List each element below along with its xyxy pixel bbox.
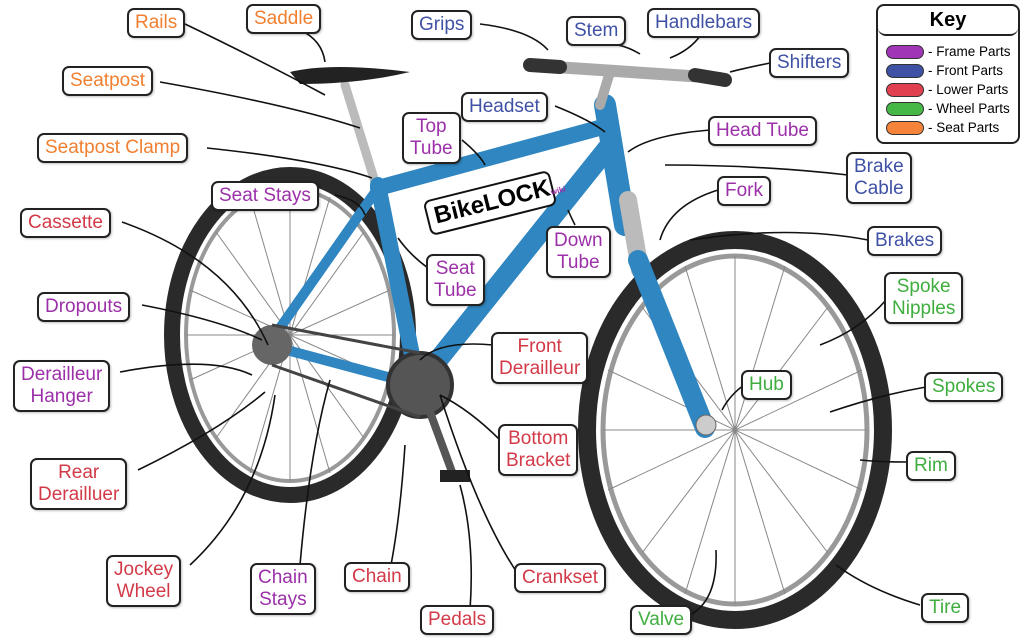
front-wheel [578,231,892,629]
label-tire: Tire [921,593,970,623]
swatch-lower [886,82,924,97]
label-line: Top [415,116,447,137]
label-head-tube: Head Tube [708,116,817,146]
label-saddle: Saddle [246,4,322,34]
label-brakes: Brakes [867,226,943,256]
label-dropouts: Dropouts [37,292,131,322]
label-line: Derailluer [38,484,120,505]
label-cassette: Cassette [20,208,111,238]
label-line: Tube [556,252,600,273]
label-grips: Grips [411,10,473,40]
label-line: Chain [258,567,308,588]
swatch-frame [886,44,924,59]
swatch-wheel [886,101,924,116]
label-chain: Chain [344,562,410,592]
label-line: Bottom [508,428,569,449]
label-stem: Stem [566,16,627,46]
key-item-seat: - Seat Parts [886,118,1018,137]
swatch-front [886,63,924,78]
key-label: - Seat Parts [928,120,1000,135]
label-line: Hanger [30,386,93,407]
label-seatpost-clamp: Seatpost Clamp [37,133,189,163]
key-item-lower: - Lower Parts [886,80,1018,99]
key-label: - Lower Parts [928,82,1009,97]
label-line: Rear [58,462,100,483]
label-line: Seat [435,258,475,279]
label-line: Stays [259,589,307,610]
label-line: Cable [854,178,904,199]
leader-lines [119,23,927,616]
label-seatpost: Seatpost [62,66,153,96]
saddle [290,67,410,84]
key-title: Key [878,6,1018,36]
label-line: Spoke [896,276,951,297]
label-line: Nipples [892,298,956,319]
label-line: Bracket [506,450,571,471]
label-fork: Fork [717,176,771,206]
label-handlebars: Handlebars [647,8,761,38]
label-headset: Headset [461,92,548,122]
label-line: Derailleur [21,364,103,385]
key-label: - Frame Parts [928,44,1011,59]
label-line: Derailleur [499,358,581,379]
key-item-wheel: - Wheel Parts [886,99,1018,118]
label-line: Brake [854,156,904,177]
label-rim: Rim [906,451,956,481]
label-crankset: Crankset [514,563,607,593]
label-valve: Valve [630,605,693,635]
key-label: - Front Parts [928,63,1004,78]
key-item-front: - Front Parts [886,61,1018,80]
label-rails: Rails [127,8,186,38]
rear-wheel [164,167,416,503]
label-pedals: Pedals [420,605,495,635]
label-line: Jockey [114,559,174,580]
label-hub: Hub [741,370,792,400]
swatch-seat [886,120,924,135]
label-line: Tube [410,138,453,159]
label-shifters: Shifters [769,48,850,78]
label-line: Front [517,336,562,357]
label-line: Wheel [116,581,171,602]
label-line: Tube [434,280,477,301]
label-seat-stays: Seat Stays [211,181,319,211]
color-key: Key - Frame Parts - Front Parts - Lower … [876,4,1020,144]
key-item-frame: - Frame Parts [886,42,1018,61]
drivetrain [252,323,717,482]
label-spokes: Spokes [924,372,1004,402]
label-line: Down [554,230,603,251]
key-label: - Wheel Parts [928,101,1010,116]
